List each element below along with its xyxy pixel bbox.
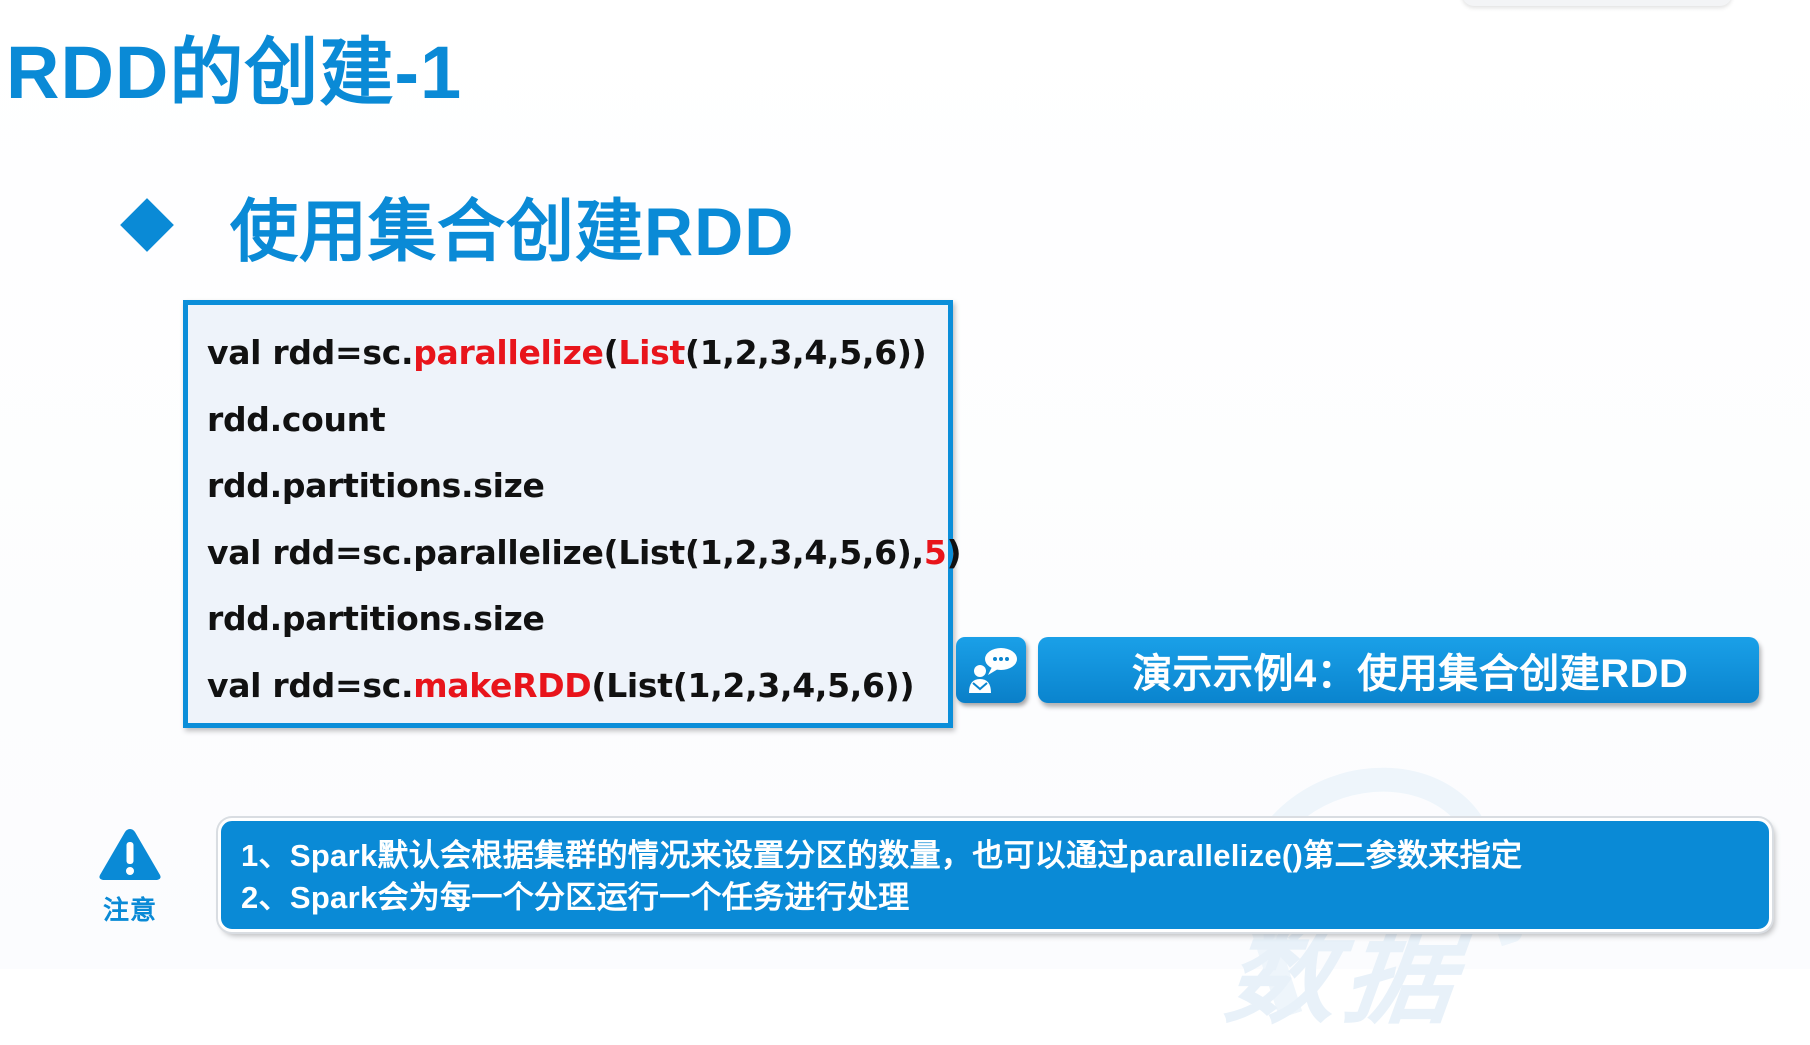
- notice-line-1: 1、Spark默认会根据集群的情况来设置分区的数量，也可以通过paralleli…: [241, 838, 1523, 873]
- code-text: (: [603, 333, 619, 372]
- code-line: rdd.partitions.size: [207, 595, 948, 662]
- code-text: rdd.partitions.size: [207, 466, 545, 505]
- notice-indicator: 注意: [96, 826, 164, 927]
- code-text: ): [946, 532, 962, 572]
- diamond-bullet-icon: [120, 198, 174, 252]
- code-text: (1,2,3,4,5,6)): [684, 333, 927, 372]
- code-highlight: makeRDD: [413, 665, 592, 705]
- code-box: val rdd=sc.parallelize(List(1,2,3,4,5,6)…: [183, 300, 962, 729]
- notice-label: 注意: [102, 895, 157, 925]
- warning-triangle-icon: [99, 829, 161, 880]
- bullet-heading: 使用集合创建RDD: [230, 193, 795, 270]
- code-text: (List(1,2,3,4,5,6)): [591, 665, 915, 705]
- code-highlight: parallelize: [413, 333, 604, 372]
- slide-title: RDD的创建-1: [6, 31, 463, 114]
- notice-line-2: 2、Spark会为每一个分区运行一个任务进行处理: [241, 880, 910, 915]
- notice-box: 1、Spark默认会根据集群的情况来设置分区的数量，也可以通过paralleli…: [218, 818, 1772, 932]
- code-text: rdd.count: [207, 399, 386, 439]
- code-line: val rdd=sc.makeRDD(List(1,2,3,4,5,6)): [207, 662, 948, 729]
- code-line: val rdd=sc.parallelize(List(1,2,3,4,5,6)…: [207, 529, 962, 596]
- code-text: val rdd=sc.: [207, 333, 414, 372]
- code-highlight: List: [618, 333, 685, 372]
- demo-example-label: 演示示例4：使用集合创建RDD: [1132, 652, 1689, 696]
- code-text: rdd.partitions.size: [207, 599, 545, 638]
- code-text: val rdd=sc.parallelize(List(1,2,3,4,5,6)…: [207, 532, 924, 572]
- bullet-row: 使用集合创建RDD: [118, 180, 794, 270]
- code-highlight: 5: [923, 532, 947, 572]
- code-line: rdd.count: [207, 396, 948, 463]
- top-tab-decoration: [1462, 0, 1732, 6]
- presenter-speech-bubble-icon[interactable]: [956, 637, 1026, 703]
- demo-example-banner[interactable]: 演示示例4：使用集合创建RDD: [1038, 637, 1759, 703]
- code-line: val rdd=sc.parallelize(List(1,2,3,4,5,6)…: [207, 329, 948, 396]
- code-text: val rdd=sc.: [207, 665, 414, 705]
- code-line: rdd.partitions.size: [207, 462, 948, 529]
